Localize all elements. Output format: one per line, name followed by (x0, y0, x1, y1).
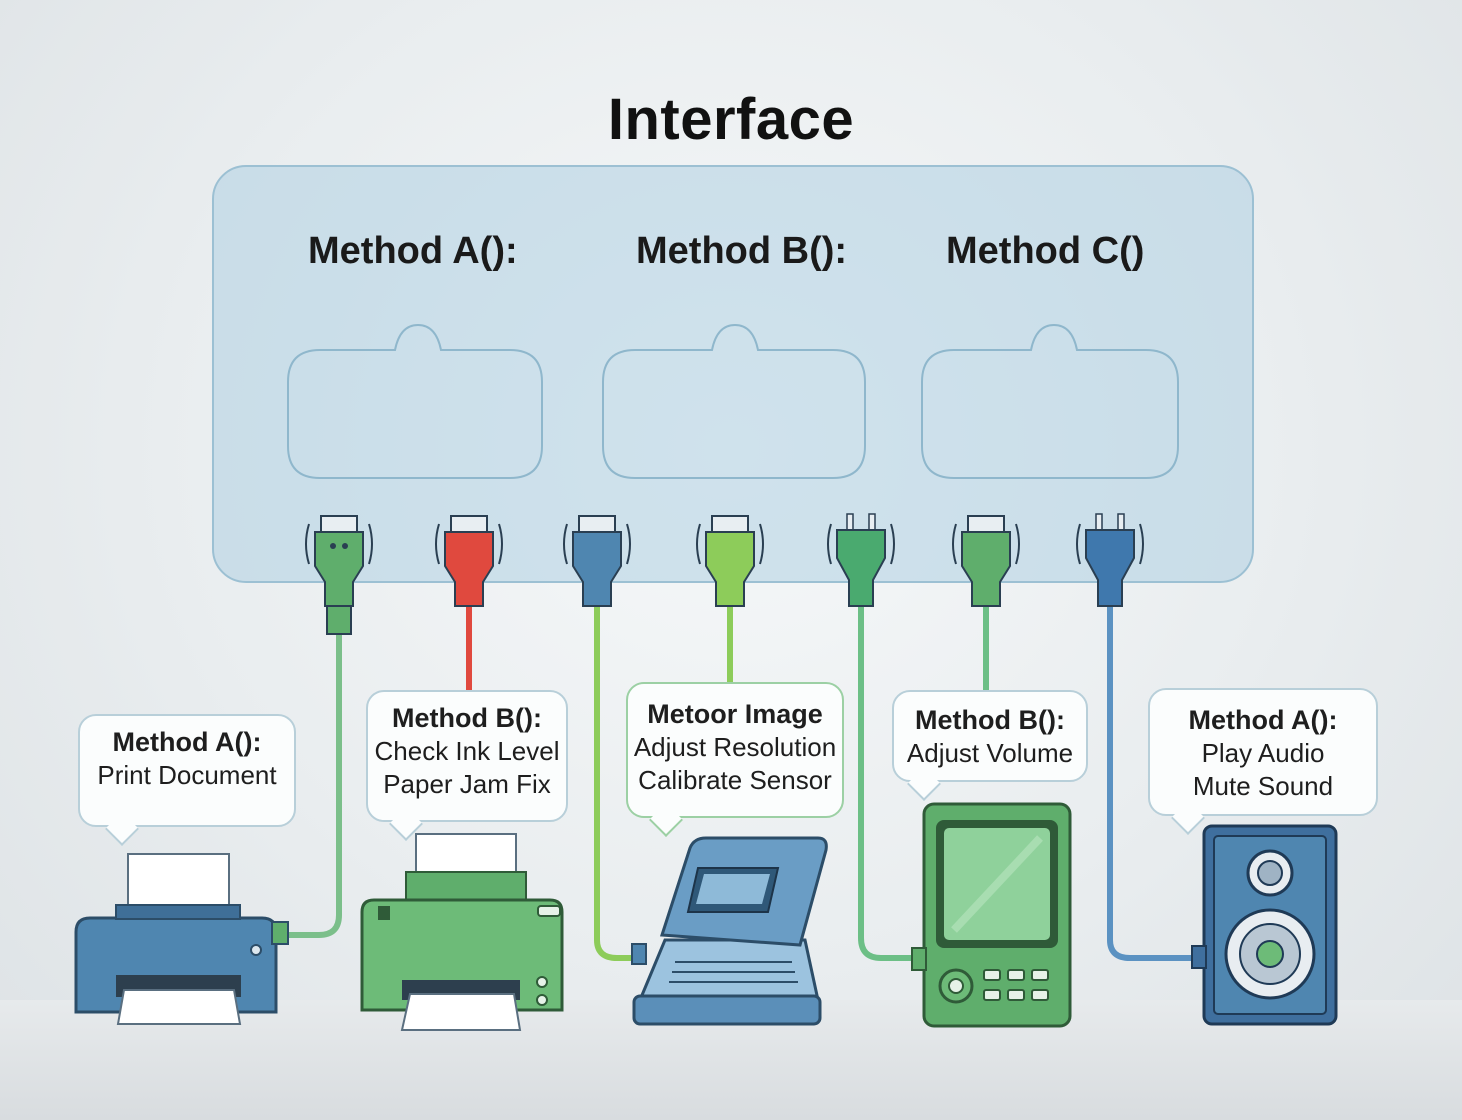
printer-green-icon (360, 833, 564, 1031)
usb-plug-icon (563, 515, 631, 607)
bubble-line: Adjust Volume (906, 738, 1074, 768)
bubble-title: Method A(): (112, 727, 262, 757)
bubble-title: Method B(): (392, 703, 542, 733)
bubble-line: Play Audio (1201, 738, 1325, 768)
usb-plug-icon (952, 515, 1020, 607)
method-c-label: Method C() (946, 230, 1145, 272)
power-plug-icon (827, 513, 895, 607)
bubble-line: Paper Jam Fix (383, 769, 551, 799)
method-a-label: Method A(): (308, 230, 518, 272)
usb-plug-icon (305, 515, 373, 635)
bubble-line: Check Ink Level (374, 736, 560, 766)
bubble-line: Print Document (97, 760, 277, 790)
power-plug-icon (1076, 513, 1144, 607)
port-slot-a (287, 323, 543, 479)
bubble-printer-blue: Method A(): Print Document (78, 714, 296, 846)
tablet-device-icon (911, 802, 1072, 1028)
bubble-printer-green: Method B(): Check Ink Level Paper Jam Fi… (366, 690, 568, 841)
bubble-scanner: Metoor Image Adjust Resolution Calibrate… (626, 682, 844, 837)
usb-plug-icon (696, 515, 764, 607)
cable-tablet (858, 602, 921, 961)
bubble-title: Method A(): (1188, 705, 1338, 735)
bubble-title: Metoor Image (647, 699, 823, 729)
scanner-icon (631, 836, 828, 1026)
method-b-label: Method B(): (636, 230, 848, 272)
speaker-icon (1191, 824, 1338, 1026)
port-slot-b (602, 323, 866, 479)
bubble-line: Calibrate Sensor (638, 765, 832, 795)
bubble-title: Method B(): (915, 705, 1065, 735)
interface-panel (212, 165, 1254, 583)
usb-plug-icon (435, 515, 503, 607)
bubble-tablet: Method B(): Adjust Volume (892, 690, 1088, 801)
bubble-speaker: Method A(): Play Audio Mute Sound (1148, 688, 1378, 835)
bubble-line: Mute Sound (1192, 771, 1334, 801)
page-title: Interface (607, 87, 855, 152)
cable-printer-blue (281, 629, 342, 938)
bubble-line: Adjust Resolution (633, 732, 837, 762)
cable-speaker (1107, 602, 1203, 961)
printer-blue-icon (74, 853, 289, 1025)
cable-scanner (594, 602, 643, 961)
port-slot-c (921, 323, 1179, 479)
